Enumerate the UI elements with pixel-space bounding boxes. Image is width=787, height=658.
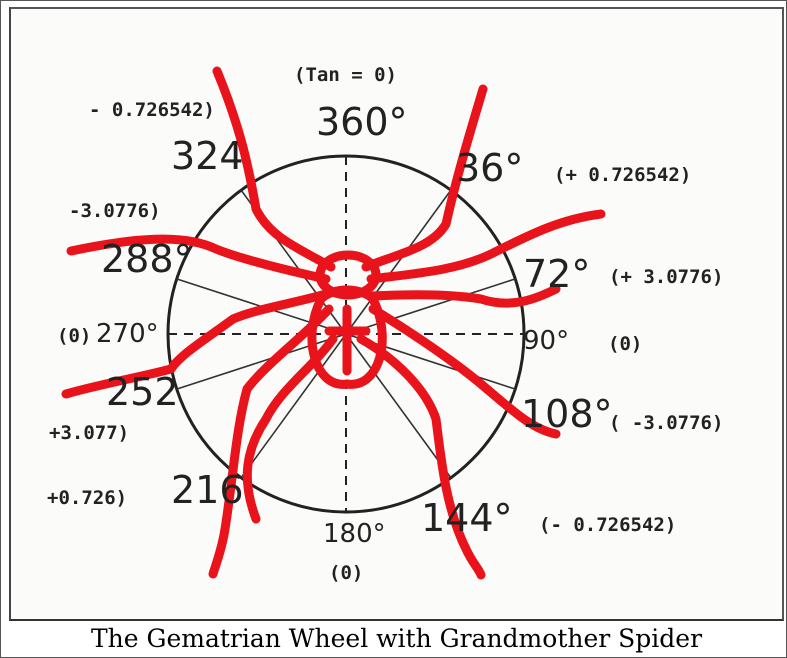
spider-leg-1 [212,66,336,272]
label-180: 180° [323,519,386,549]
value-252: +3.077) [49,422,129,444]
grandmother-spider [61,66,606,580]
figure-caption: The Gematrian Wheel with Grandmother Spi… [90,624,703,653]
label-144: 144° [421,496,513,540]
spider-leg-6 [366,209,606,284]
value-216: +0.726) [47,487,127,509]
label-288: 288° [101,237,193,281]
spider-leg-7 [368,284,561,308]
value-324: - 0.726542) [89,99,215,121]
spider-leg-2 [66,234,331,284]
spider-leg-9 [356,334,486,580]
spider-abdomen [307,285,387,389]
label-72: 72° [523,252,590,296]
label-324: 324 [171,134,244,178]
value-144: (- 0.726542) [539,514,676,536]
spider-leg-4 [208,304,334,579]
value-108: ( -3.0776) [609,412,723,434]
value-72: (+ 3.0776) [609,266,723,288]
label-360: 360° [316,100,408,144]
label-270: 270° [96,319,159,349]
spider-cross [324,304,371,376]
value-270: (0) [57,325,91,347]
spider-leg-5 [361,84,488,272]
label-216: 216 [171,468,244,512]
label-252: 252 [106,370,179,414]
value-288: -3.0776) [69,200,161,222]
value-90: (0) [608,333,642,355]
spider-leg-8 [368,304,561,439]
wheel-diagram: (Tan = 0) 360° 36° 72° 90° 108° 144° 180… [47,64,723,584]
gematrian-wheel-figure: (Tan = 0) 360° 36° 72° 90° 108° 144° 180… [9,7,784,621]
tan-note: (Tan = 0) [294,64,397,86]
label-90: 90° [523,326,569,356]
value-36: (+ 0.726542) [554,164,691,186]
value-180: (0) [329,562,363,584]
label-108: 108° [521,392,613,436]
spider-leg-3 [61,289,331,399]
spider-leg-10 [242,334,338,524]
label-36: 36° [456,146,523,190]
